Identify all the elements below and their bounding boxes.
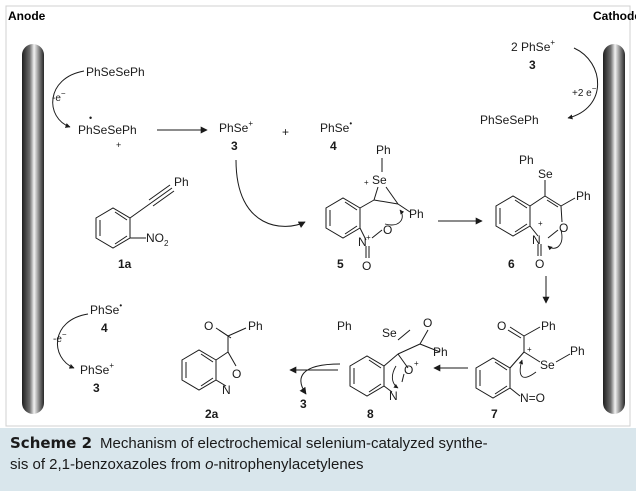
cathode-label: Cathode	[593, 9, 636, 23]
2a-phenyl: Ph	[248, 319, 263, 333]
diselenide-reactant: PhSeSePh	[86, 65, 145, 79]
8-phenyl: Ph	[433, 345, 448, 359]
label-4-bottom: 4	[101, 321, 108, 335]
7-carbocation: +	[527, 345, 532, 354]
label-8: 8	[367, 407, 374, 421]
5-oxide: O	[362, 259, 371, 273]
8-se-phenyl: Ph	[337, 319, 352, 333]
6-electron-arrow	[547, 229, 563, 251]
8-ring-oxygen: O	[404, 363, 413, 377]
figure-frame	[5, 5, 631, 427]
plus-sign: +	[282, 125, 289, 139]
caption-line-1: Scheme 2 Mechanism of electrochemical sel…	[10, 433, 626, 454]
selenium-radical-4: PhSe•	[320, 119, 352, 135]
selenium-cation-bottom: PhSe+	[80, 361, 114, 377]
6-nitrogen: N	[532, 233, 541, 247]
structure-8	[349, 329, 441, 397]
8-electron-arrow	[391, 365, 399, 389]
anode-label: Anode	[8, 9, 46, 23]
structure-6	[495, 180, 576, 256]
7-electron-arrow	[518, 359, 537, 378]
6-selenium: Se	[538, 167, 553, 181]
label-3-released: 3	[300, 397, 307, 411]
anode-regeneration-arrow	[56, 313, 89, 369]
2a-ring-oxygen: O	[232, 367, 241, 381]
two-selenium-cation: 2 PhSe+	[511, 38, 555, 54]
8-selenium: Se	[382, 326, 397, 340]
addition-arrow	[235, 159, 306, 228]
5-selenium: Se	[372, 173, 387, 187]
caption-text-2b: -nitrophenylacetylenes	[213, 456, 364, 473]
caption-text-1: Mechanism of electrochemical selenium-ca…	[100, 435, 488, 452]
electron-loss-bottom: -e−	[53, 330, 67, 345]
2a-oxygen: O	[204, 319, 213, 333]
5-n-charge: +	[366, 233, 371, 242]
label-3-bottom: 3	[93, 381, 100, 395]
7-nitroso: N=O	[520, 391, 545, 405]
scheme-caption: Scheme 2 Mechanism of electrochemical sel…	[0, 428, 636, 491]
caption-label: Scheme 2	[10, 434, 93, 452]
5-se-phenyl: Ph	[376, 143, 391, 157]
7-carbonyl-phenyl: Ph	[541, 319, 556, 333]
anode-oxidation-arrow	[52, 70, 85, 128]
radical-dot: •	[89, 113, 92, 123]
selenium-cation-3: PhSe+	[219, 119, 253, 135]
structure-7	[475, 326, 571, 399]
5-oxygen: O	[383, 223, 392, 237]
caption-text-2a: sis of 2,1-benzoxazoles from	[10, 456, 206, 473]
label-5: 5	[337, 257, 344, 271]
diselenide-product: PhSeSePh	[480, 113, 539, 127]
5-se-charge: +	[364, 178, 369, 187]
electron-loss-label: -e−	[52, 89, 66, 104]
6-se-phenyl: Ph	[519, 153, 534, 167]
8-carbonyl-oxygen: O	[423, 316, 432, 330]
label-3-top: 3	[231, 139, 238, 153]
6-oxide: O	[535, 257, 544, 271]
2a-nitrogen: N	[222, 383, 231, 397]
electron-gain-label: +2 e−	[572, 84, 597, 99]
radical-cation-charge: +	[116, 140, 121, 150]
cathode-electrode	[603, 44, 625, 414]
8-nitrogen: N	[389, 389, 398, 403]
1a-nitro: NO2	[146, 231, 169, 248]
caption-line-2: sis of 2,1-benzoxazoles from o-nitrophen…	[10, 454, 626, 475]
6-oxygen: O	[559, 221, 568, 235]
structure-5	[325, 158, 411, 258]
label-6: 6	[508, 257, 515, 271]
radical-cation: PhSeSePh	[78, 123, 137, 137]
6-n-charge: +	[538, 219, 543, 228]
elimination-arrow	[299, 363, 341, 395]
anode-electrode	[22, 44, 44, 414]
1a-phenyl: Ph	[174, 175, 189, 189]
label-1a: 1a	[118, 257, 132, 271]
label-4-top: 4	[330, 139, 337, 153]
structure-1a	[95, 184, 175, 249]
7-oxygen: O	[497, 319, 506, 333]
structure-2a	[181, 327, 247, 391]
7-selenium: Se	[540, 358, 555, 372]
7-se-phenyl: Ph	[570, 344, 585, 358]
cathode-reduction-arrow	[567, 47, 599, 120]
selenium-radical-bottom: PhSe•	[90, 301, 122, 317]
6-phenyl: Ph	[576, 189, 591, 203]
label-2a: 2a	[205, 407, 219, 421]
5-electron-arrow	[384, 209, 405, 226]
caption-ortho: o	[205, 456, 214, 473]
8-o-charge: +	[414, 359, 419, 368]
5-nitrogen: N	[358, 235, 367, 249]
5-phenyl: Ph	[409, 207, 424, 221]
label-3-cathode: 3	[529, 58, 536, 72]
label-7: 7	[491, 407, 498, 421]
